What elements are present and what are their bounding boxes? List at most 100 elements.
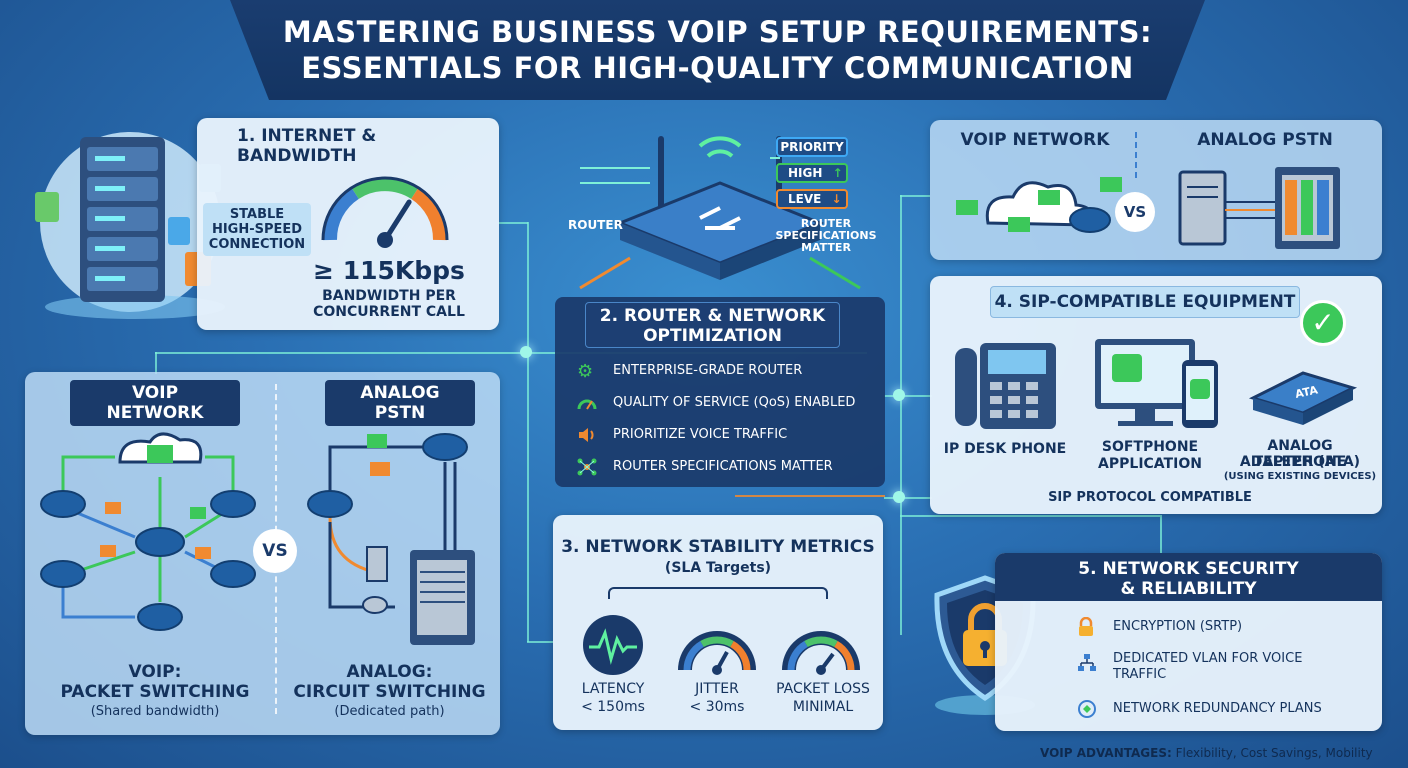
latency-label: LATENCY xyxy=(581,681,645,697)
arrow-down-icon: ↓ xyxy=(831,192,842,206)
redundancy-icon xyxy=(1078,700,1096,718)
jitter-value: < 30ms xyxy=(689,699,745,715)
security-item-text: ENCRYPTION (SRTP) xyxy=(1113,619,1243,634)
footer-label: VOIP ADVANTAGES: xyxy=(1040,746,1172,760)
right-analog-tag: ANALOG PSTN xyxy=(1197,130,1333,150)
connector-line xyxy=(735,495,885,497)
high-tag: HIGH ↑ xyxy=(776,163,848,183)
check-circle-icon: ✓ xyxy=(1300,300,1346,346)
ata-line-3: (USING EXISTING DEVICES) xyxy=(1223,471,1377,482)
title-line-2: ESSENTIALS FOR HIGH-QUALITY COMMUNICATIO… xyxy=(301,51,1134,85)
connector-line xyxy=(527,222,529,642)
router-item-text: PRIORITIZE VOICE TRAFFIC xyxy=(613,427,788,442)
security-heading-line-2: & RELIABILITY xyxy=(1120,579,1257,599)
connector-line xyxy=(527,641,553,643)
stable-line-3: CONNECTION xyxy=(208,237,306,252)
bandwidth-gauge xyxy=(321,176,449,248)
stable-line-1: STABLE xyxy=(229,207,285,222)
router-optimization-panel: 2. ROUTER & NETWORK OPTIMIZATION ⚙ ENTER… xyxy=(555,297,885,487)
packet-loss-gauge-icon xyxy=(782,631,860,675)
speedometer-icon xyxy=(577,399,597,410)
right-voip-diagram xyxy=(956,177,1122,233)
analog-caption-line-3: (Dedicated path) xyxy=(334,704,445,719)
router-item-1: ⚙ ENTERPRISE-GRADE ROUTER xyxy=(577,361,877,383)
router-item-text: ENTERPRISE-GRADE ROUTER xyxy=(613,363,803,378)
analog-circuit-network-diagram xyxy=(307,433,475,645)
security-card: 5. NETWORK SECURITY & RELIABILITY ENCRYP… xyxy=(995,553,1382,731)
left-comparison-card: VOIP NETWORK ANALOG PSTN VS xyxy=(25,372,500,735)
router-item-2: QUALITY OF SERVICE (QoS) ENABLED xyxy=(577,393,877,415)
router-item-4: ROUTER SPECIFICATIONS MATTER xyxy=(577,457,877,479)
level-label: LEVE xyxy=(788,192,822,206)
stability-metrics-card: 3. NETWORK STABILITY METRICS (SLA Target… xyxy=(553,515,883,730)
arrow-up-icon: ↑ xyxy=(832,166,843,180)
footer-text: Flexibility, Cost Savings, Mobility xyxy=(1175,746,1373,760)
connector-line xyxy=(900,195,930,197)
analog-pstn-tag: ANALOG PSTN xyxy=(325,380,475,426)
router-item-3: PRIORITIZE VOICE TRAFFIC xyxy=(577,425,877,447)
connector-line xyxy=(498,222,528,224)
vlan-icon xyxy=(1078,654,1096,671)
ip-desk-phone-icon xyxy=(955,343,1056,429)
right-vs-badge: VS xyxy=(1115,192,1155,232)
voip-packet-network-diagram xyxy=(40,432,256,631)
security-heading-box: 5. NETWORK SECURITY & RELIABILITY xyxy=(995,553,1382,601)
connector-line xyxy=(900,515,1160,517)
sip-heading-box: 4. SIP-COMPATIBLE EQUIPMENT xyxy=(990,286,1300,318)
connector-line xyxy=(155,352,867,354)
connector-line xyxy=(884,395,932,397)
softphone-line-2: APPLICATION xyxy=(1098,456,1202,472)
security-item-text: DEDICATED VLAN FOR VOICE xyxy=(1113,651,1303,666)
right-comparison-divider xyxy=(1135,132,1137,178)
router-heading-line-2: OPTIMIZATION xyxy=(643,326,782,346)
sip-footer: SIP PROTOCOL COMPATIBLE xyxy=(1048,490,1252,505)
voip-caption-line-3: (Shared bandwidth) xyxy=(90,704,220,719)
sip-heading: 4. SIP-COMPATIBLE EQUIPMENT xyxy=(994,292,1296,312)
specs-line-3: MATTER xyxy=(801,241,851,254)
connector-node xyxy=(520,346,532,358)
gear-icon: ⚙ xyxy=(577,361,594,382)
connector-node xyxy=(893,389,905,401)
sip-equipment-card: 4. SIP-COMPATIBLE EQUIPMENT ✓ ATA IP DES… xyxy=(930,276,1382,514)
specs-line-2: SPECIFICATIONS xyxy=(775,229,877,242)
connector-node xyxy=(893,491,905,503)
latency-icon xyxy=(583,615,643,675)
connector-line xyxy=(884,497,932,499)
analog-caption-line-2: CIRCUIT SWITCHING xyxy=(293,682,486,702)
bandwidth-value: ≥ 115Kbps xyxy=(313,256,465,285)
specs-line-1: ROUTER xyxy=(800,217,852,230)
jitter-gauge-icon xyxy=(678,631,756,675)
stable-line-2: HIGH-SPEED xyxy=(211,222,303,237)
connector-line xyxy=(900,195,902,635)
router-heading-line-1: 2. ROUTER & NETWORK xyxy=(599,306,826,326)
internet-heading: 1. INTERNET & BANDWIDTH xyxy=(237,126,377,166)
latency-value: < 150ms xyxy=(581,699,645,715)
stability-bracket xyxy=(608,587,828,599)
router-specs-caption: ROUTER SPECIFICATIONS MATTER xyxy=(766,218,886,254)
connector-line xyxy=(1160,515,1162,555)
title-banner: MASTERING BUSINESS VOIP SETUP REQUIREMEN… xyxy=(230,0,1205,100)
desk-phone-label: IP DESK PHONE xyxy=(943,441,1067,457)
stability-heading: 3. NETWORK STABILITY METRICS xyxy=(561,537,875,557)
voip-caption-line-1: VOIP: xyxy=(128,662,182,682)
priority-tag: PRIORITY xyxy=(776,137,848,157)
stability-subheading: (SLA Targets) xyxy=(664,560,772,576)
voip-caption-line-2: PACKET SWITCHING xyxy=(60,682,250,702)
speaker-icon xyxy=(579,428,594,442)
right-analog-diagram xyxy=(1178,167,1340,249)
footer-advantages: VOIP ADVANTAGES: Flexibility, Cost Savin… xyxy=(1040,746,1400,760)
analog-caption-line-1: ANALOG: xyxy=(346,662,433,682)
router-item-text: ROUTER SPECIFICATIONS MATTER xyxy=(613,459,833,474)
title-line-1: MASTERING BUSINESS VOIP SETUP REQUIREMEN… xyxy=(282,15,1153,49)
softphone-icon xyxy=(1095,339,1218,428)
stable-connection-label: STABLE HIGH-SPEED CONNECTION xyxy=(203,203,311,256)
internet-bandwidth-card: 1. INTERNET & BANDWIDTH STABLE HIGH-SPEE… xyxy=(197,118,499,330)
voip-network-tag: VOIP NETWORK xyxy=(70,380,240,426)
router-label: ROUTER xyxy=(568,218,623,232)
ata-line-2: ADAPTER (ATA) xyxy=(1239,454,1361,470)
right-comparison-card: VOIP NETWORK ANALOG PSTN VS xyxy=(930,120,1382,260)
level-tag: LEVE ↓ xyxy=(776,189,848,209)
bandwidth-line-2: CONCURRENT CALL xyxy=(313,304,465,320)
connector-line xyxy=(155,352,157,374)
softphone-line-1: SOFTPHONE xyxy=(1101,439,1199,455)
